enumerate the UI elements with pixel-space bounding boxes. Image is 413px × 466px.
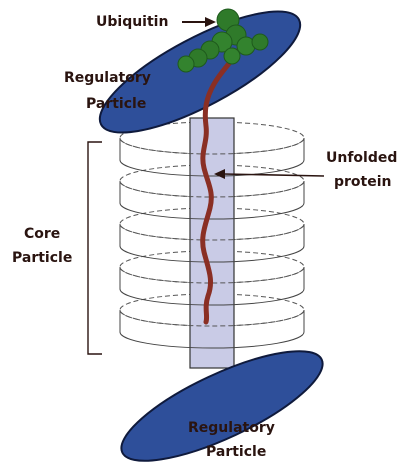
label-core-line1: Core [24, 226, 60, 242]
core-channel [190, 118, 234, 368]
label-regulatory-top-line2: Particle [86, 96, 146, 112]
label-core-line2: Particle [12, 250, 72, 266]
label-unfolded-line2: protein [334, 174, 392, 190]
label-unfolded-line1: Unfolded [326, 150, 397, 166]
label-regulatory-top-line1: Regulatory [64, 70, 151, 86]
label-regulatory-bottom-line1: Regulatory [188, 420, 275, 436]
core-particle-bracket [88, 142, 102, 354]
label-regulatory-bottom-line2: Particle [206, 444, 266, 460]
ubiquitin-arrow-head [205, 17, 216, 27]
label-ubiquitin: Ubiquitin [96, 14, 168, 30]
